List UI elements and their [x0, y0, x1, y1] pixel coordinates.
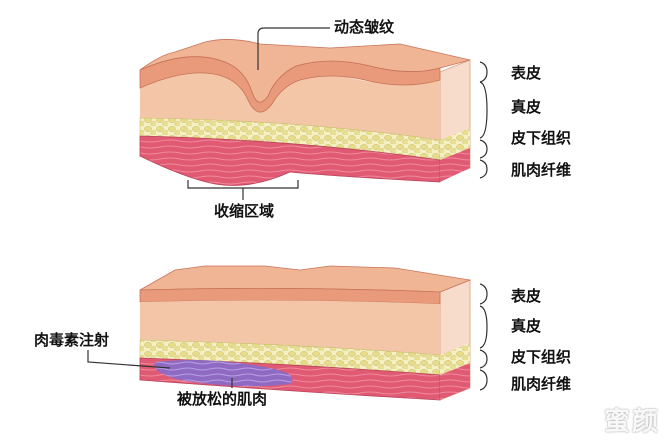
top-muscle-label: 肌肉纤维 — [511, 161, 572, 179]
injection-pointer-line — [87, 350, 171, 369]
bottom-muscle-label: 肌肉纤维 — [511, 375, 572, 393]
bottom-skin-block — [139, 265, 472, 401]
watermark-logo: 蜜颜 — [603, 407, 660, 437]
bottom-layer-brackets — [479, 283, 488, 391]
top-subcutaneous-label: 皮下组织 — [511, 129, 572, 147]
wrinkle-pointer-line — [257, 27, 330, 70]
top-skin-block — [139, 39, 471, 186]
top-layer-brackets — [479, 61, 488, 179]
bottom-subcutaneous-label: 皮下组织 — [511, 348, 572, 366]
top-dermis-label: 真皮 — [511, 98, 542, 116]
wrinkle-label: 动态皱纹 — [334, 18, 395, 36]
top-epidermis-label: 表皮 — [511, 64, 542, 82]
relaxed-muscle-region — [154, 360, 293, 387]
bottom-epidermis-label: 表皮 — [511, 287, 542, 305]
relaxed-muscle-label: 被放松的肌肉 — [177, 390, 268, 408]
injection-label: 肉毒素注射 — [34, 331, 110, 349]
bottom-dermis-label: 真皮 — [511, 317, 542, 335]
contraction-label: 收缩区域 — [214, 202, 275, 220]
